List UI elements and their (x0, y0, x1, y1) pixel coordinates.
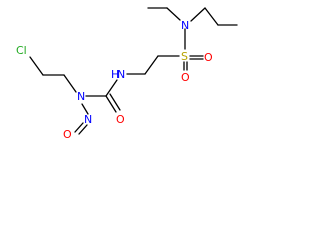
atom-n-amine: N (77, 90, 85, 103)
bond-n-o-2 (78, 124, 88, 135)
atom-n-nitroso: N (84, 113, 92, 126)
molecule-diagram: Cl N N O O N H S O O N (0, 0, 248, 139)
atoms: Cl N N O O N H S O O N (16, 19, 213, 139)
atom-o-sulfonyl-right: O (204, 51, 213, 64)
atom-o-carbonyl: O (116, 113, 125, 126)
bond-c-nh (105, 79, 118, 97)
bond-c2-n (63, 74, 77, 93)
atom-o-nitroso: O (63, 128, 72, 139)
bond-n-o-1 (74, 122, 84, 133)
structure-svg: Cl N N O O N H S O O N (16, 7, 238, 139)
atom-n-sulfonamide: N (181, 19, 189, 32)
bond-propyl-2 (204, 7, 219, 26)
bond-c-o-2 (109, 93, 121, 111)
bond-c3-c4 (144, 55, 159, 75)
bonds (29, 7, 238, 135)
atom-cl: Cl (16, 44, 27, 57)
bond-n-n (81, 103, 89, 115)
bond-n-ethyl-1 (166, 7, 181, 21)
atom-s: S (181, 50, 188, 63)
bond-c-o-1 (105, 95, 117, 113)
bond-cl-c1 (29, 56, 44, 76)
atom-n-amide: N (117, 68, 125, 81)
atom-h-amide: H (111, 68, 119, 81)
atom-o-sulfonyl-down: O (181, 71, 190, 84)
bond-n-propyl-1 (190, 7, 206, 22)
